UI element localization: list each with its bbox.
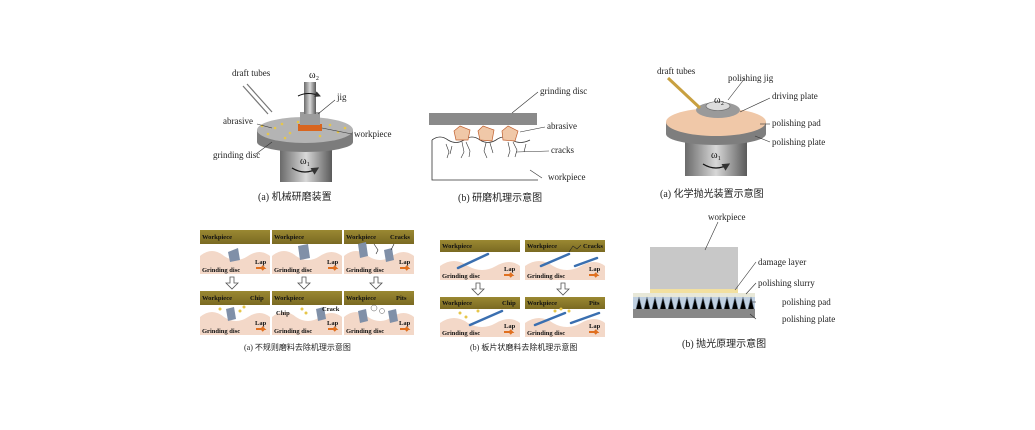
- panel-disc-label: Grinding disc: [274, 328, 312, 335]
- fig5-panel-2: Workpiece Cracks Grinding disc Lap: [525, 240, 605, 280]
- panel-disc-label: Grinding disc: [346, 328, 384, 335]
- label-draft-tubes: draft tubes: [232, 68, 271, 78]
- label-driving-plate: driving plate: [772, 91, 818, 101]
- label-polishing-pad: polishing pad: [772, 118, 821, 128]
- fig5-down-arrows: [471, 282, 570, 296]
- panel-chip-label: Chip: [276, 310, 290, 317]
- fig4-panel-6: Workpiece Pits Grinding disc Lap: [344, 291, 414, 335]
- label-polishing-pad-6: polishing pad: [782, 297, 831, 307]
- fig4-panel-5: Workpiece Chip Crack Grinding disc Lap: [272, 291, 342, 335]
- fig3-caption: (a) 化学抛光装置示意图: [660, 187, 764, 200]
- label-omega1-3: ω₁: [711, 150, 721, 161]
- fig2-grinding-mechanism: grinding disc abrasive cracks workpiece …: [429, 86, 587, 204]
- fig4-panel-4: Workpiece Chip Grinding disc Lap: [200, 291, 270, 335]
- label-omega2: ω₂: [309, 70, 319, 81]
- panel-cracks-label: Cracks: [390, 234, 410, 241]
- fig4-caption: (a) 不规则磨料去除机理示意图: [244, 342, 351, 352]
- label-cracks: cracks: [551, 145, 574, 155]
- panel-workpiece-label: Workpiece: [527, 300, 557, 307]
- panel-disc-label: Grinding disc: [442, 273, 480, 280]
- abrasive-grains: [453, 125, 519, 142]
- label-polishing-slurry: polishing slurry: [758, 278, 815, 288]
- label-polishing-plate-6: polishing plate: [782, 314, 835, 324]
- panel-workpiece-label: Workpiece: [202, 234, 232, 241]
- panel-workpiece-label: Workpiece: [442, 243, 472, 250]
- panel-pits-label: Pits: [589, 300, 600, 307]
- workpiece-block: [298, 124, 322, 131]
- workpiece-block-6: [650, 247, 738, 289]
- panel-disc-label: Grinding disc: [527, 273, 565, 280]
- panel-lap-label: Lap: [589, 323, 601, 330]
- polishing-plate-band: [633, 309, 755, 318]
- panel-workpiece-label: Workpiece: [202, 295, 232, 302]
- panel-lap-label: Lap: [399, 320, 411, 327]
- panel-cracks-label: Cracks: [583, 243, 603, 250]
- panel-disc-label: Grinding disc: [346, 267, 384, 274]
- panel-lap-label: Lap: [504, 323, 516, 330]
- panel-lap-label: Lap: [255, 259, 267, 266]
- label-abrasive: abrasive: [223, 116, 253, 126]
- panel-workpiece-label: Workpiece: [274, 234, 304, 241]
- fig4-panel-2: Workpiece Grinding disc Lap: [272, 230, 342, 274]
- label-workpiece: workpiece: [354, 129, 391, 139]
- fig5-flake-abrasive: Workpiece Grinding disc Lap Workpiece Cr…: [440, 240, 605, 352]
- label-workpiece-6: workpiece: [708, 212, 745, 222]
- fig3-polishing-device: draft tubes polishing jig ω₂ driving pla…: [657, 66, 825, 200]
- panel-pits-label: Pits: [396, 295, 407, 302]
- panel-chip-label: Chip: [502, 300, 516, 307]
- panel-disc-label: Grinding disc: [274, 267, 312, 274]
- panel-crack-label: Crack: [322, 306, 340, 313]
- fig4-panel-1: Workpiece Grinding disc Lap: [200, 230, 270, 274]
- jig-shaft: [304, 82, 316, 114]
- fig4-panel-3: Workpiece Cracks Grinding disc Lap: [344, 230, 414, 274]
- fig6-polishing-principle: workpiece damage layer polishing slurry …: [633, 212, 835, 350]
- damage-layer: [650, 289, 738, 293]
- panel-lap-label: Lap: [327, 259, 339, 266]
- label-draft-tubes-3: draft tubes: [657, 66, 696, 76]
- label-grinding-disc-2: grinding disc: [540, 86, 587, 96]
- fig2-caption: (b) 研磨机理示意图: [458, 191, 542, 204]
- panel-disc-label: Grinding disc: [442, 330, 480, 337]
- fig4-down-arrows: [225, 276, 383, 290]
- label-omega2-3: ω₂: [714, 95, 724, 106]
- fig5-panel-1: Workpiece Grinding disc Lap: [440, 240, 520, 280]
- panel-disc-label: Grinding disc: [202, 328, 240, 335]
- panel-lap-label: Lap: [504, 266, 516, 273]
- fig5-panel-4: Workpiece Pits Grinding disc Lap: [525, 297, 605, 337]
- label-workpiece-2: workpiece: [548, 172, 585, 182]
- panel-workpiece-label: Workpiece: [527, 243, 557, 250]
- fig6-caption: (b) 抛光原理示意图: [682, 337, 766, 350]
- panel-lap-label: Lap: [255, 320, 267, 327]
- driving-plate-top: [666, 108, 766, 136]
- label-damage-layer: damage layer: [758, 257, 806, 267]
- pad-fibres: [635, 296, 755, 310]
- label-abrasive-2: abrasive: [547, 121, 577, 131]
- panel-workpiece-label: Workpiece: [274, 295, 304, 302]
- fig5-caption: (b) 板片状磨料去除机理示意图: [470, 342, 577, 352]
- label-omega1: ω₁: [300, 156, 310, 167]
- panel-workpiece-label: Workpiece: [346, 295, 376, 302]
- crack-lines: [445, 141, 527, 159]
- panel-workpiece-label: Workpiece: [346, 234, 376, 241]
- panel-chip-label: Chip: [250, 295, 264, 302]
- panel-disc-label: Grinding disc: [202, 267, 240, 274]
- label-polishing-jig: polishing jig: [728, 73, 774, 83]
- label-polishing-plate: polishing plate: [772, 137, 825, 147]
- panel-disc-label: Grinding disc: [527, 330, 565, 337]
- label-jig: jig: [336, 92, 347, 102]
- fig5-panel-3: Workpiece Chip Grinding disc Lap: [440, 297, 520, 337]
- draft-tube-3: [666, 76, 702, 110]
- fig4-irregular-abrasive: Workpiece Grinding disc Lap Workpiece Gr…: [200, 230, 414, 352]
- grinding-disc-bar: [429, 113, 537, 125]
- panel-lap-label: Lap: [327, 320, 339, 327]
- label-grinding-disc: grinding disc: [213, 150, 260, 160]
- panel-lap-label: Lap: [589, 266, 601, 273]
- fig1-grinding-device: draft tubes ω₂ jig abrasive workpiece gr…: [213, 68, 391, 203]
- panel-workpiece-label: Workpiece: [442, 300, 472, 307]
- panel-lap-label: Lap: [399, 259, 411, 266]
- fig1-caption: (a) 机械研磨装置: [258, 190, 332, 203]
